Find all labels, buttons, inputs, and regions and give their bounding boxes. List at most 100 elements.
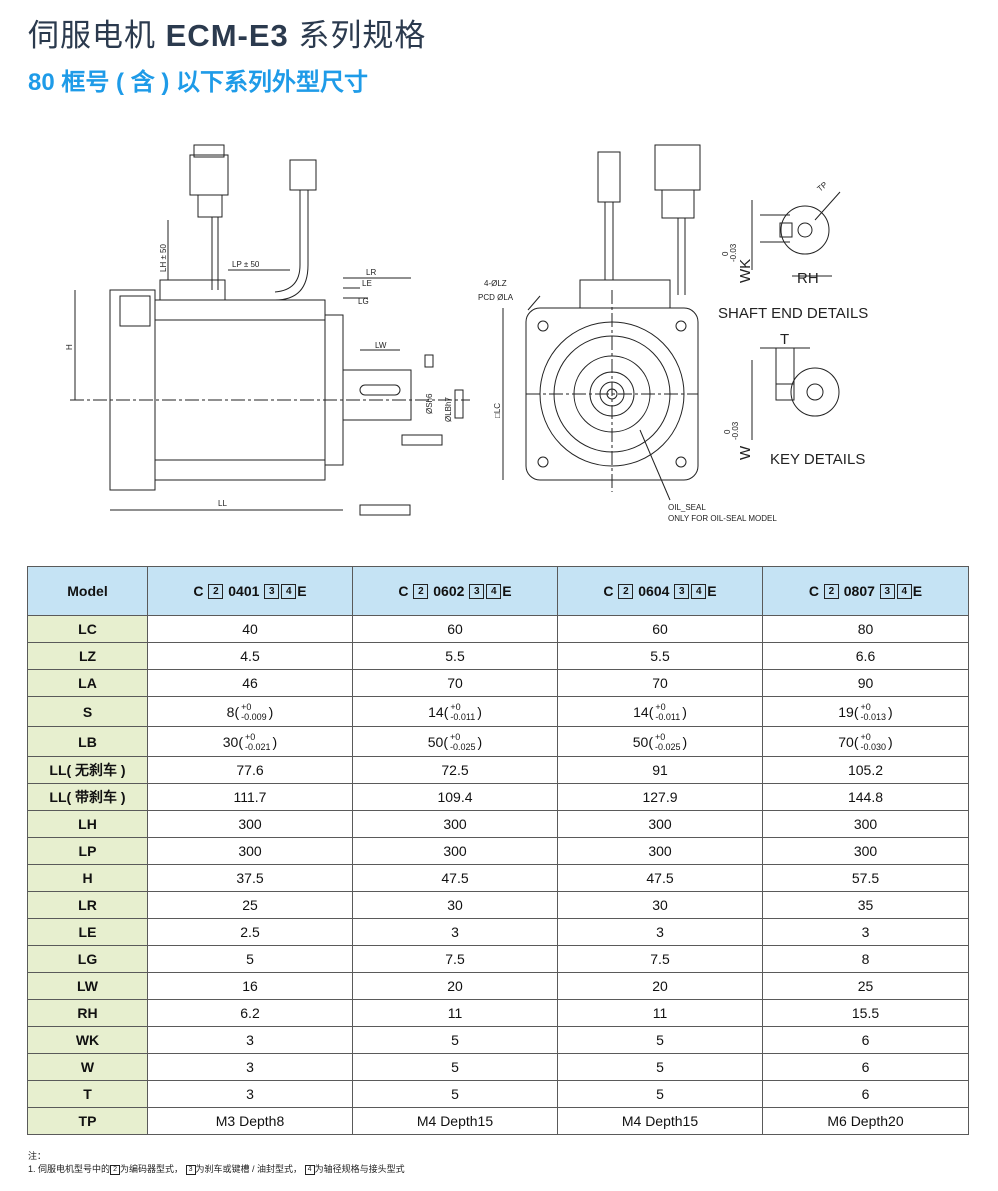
table-cell: 70(+0-0.030) <box>762 726 969 757</box>
dim-wk: WK <box>737 259 754 283</box>
dim-w: W <box>737 445 754 460</box>
table-cell: 6.2 <box>147 999 353 1027</box>
table-cell: 37.5 <box>147 864 353 892</box>
table-cell: 6 <box>762 1026 969 1054</box>
page-title: 伺服电机 ECM-E3 系列规格 <box>28 18 427 53</box>
table-cell: 5 <box>352 1080 558 1108</box>
row-label: T <box>27 1080 148 1108</box>
table-cell: 3 <box>147 1026 353 1054</box>
row-label: LE <box>27 918 148 946</box>
table-cell: 127.9 <box>557 783 763 811</box>
row-label: LR <box>27 891 148 919</box>
table-cell: M3 Depth8 <box>147 1107 353 1135</box>
table-cell: 30(+0-0.021) <box>147 726 353 757</box>
table-cell: 50(+0-0.025) <box>557 726 763 757</box>
table-cell: 14(+0-0.011) <box>352 696 558 727</box>
dim-rh: RH <box>797 270 819 287</box>
table-cell: 50(+0-0.025) <box>352 726 558 757</box>
row-label: H <box>27 864 148 892</box>
table-cell: 40 <box>147 615 353 643</box>
table-cell: M4 Depth15 <box>352 1107 558 1135</box>
row-label: LA <box>27 669 148 697</box>
row-label: LP <box>27 837 148 865</box>
dim-le: LE <box>362 279 372 288</box>
table-cell: 5 <box>352 1026 558 1054</box>
table-cell: 20 <box>557 972 763 1000</box>
dim-lbh7: ØLBh7 <box>444 397 453 422</box>
motor-side-view <box>70 144 470 516</box>
notes-head: 注： <box>28 1151 47 1161</box>
row-label: LL( 带刹车 ) <box>27 783 148 811</box>
table-cell: 14(+0-0.011) <box>557 696 763 727</box>
table-cell: 11 <box>352 999 558 1027</box>
table-cell: 5 <box>557 1080 763 1108</box>
table-cell: 3 <box>352 918 558 946</box>
dim-pcd: PCD ØLA <box>478 293 514 302</box>
table-cell: 35 <box>762 891 969 919</box>
shaft-end-detail <box>751 191 841 277</box>
table-cell: 25 <box>147 891 353 919</box>
table-cell: 300 <box>352 810 558 838</box>
dim-h: H <box>65 344 74 350</box>
table-cell: 300 <box>557 837 763 865</box>
model-header: Model <box>27 566 148 616</box>
table-cell: 47.5 <box>352 864 558 892</box>
table-cell: 300 <box>557 810 763 838</box>
table-cell: 6 <box>762 1080 969 1108</box>
page-subtitle: 80 框号 ( 含 ) 以下系列外型尺寸 <box>28 69 369 96</box>
row-label: W <box>27 1053 148 1081</box>
row-label: TP <box>27 1107 148 1135</box>
table-cell: M4 Depth15 <box>557 1107 763 1135</box>
table-cell: 105.2 <box>762 756 969 784</box>
table-cell: 7.5 <box>352 945 558 973</box>
table-cell: 72.5 <box>352 756 558 784</box>
table-cell: 2.5 <box>147 918 353 946</box>
table-cell: 15.5 <box>762 999 969 1027</box>
table-cell: 111.7 <box>147 783 353 811</box>
table-cell: 6.6 <box>762 642 969 670</box>
oil-seal-label: OIL_SEAL <box>668 503 706 512</box>
dim-wk-tol0: 0 <box>721 251 730 256</box>
table-cell: 6 <box>762 1053 969 1081</box>
table-cell: 5.5 <box>352 642 558 670</box>
dim-t: T <box>780 331 789 348</box>
table-cell: 80 <box>762 615 969 643</box>
key-detail <box>751 347 840 440</box>
table-cell: 300 <box>147 810 353 838</box>
shaft-end-caption: SHAFT END DETAILS <box>718 305 868 322</box>
row-label: LW <box>27 972 148 1000</box>
table-cell: 70 <box>352 669 558 697</box>
dim-lg: LG <box>358 297 369 306</box>
dim-wk-tol: -0.03 <box>729 243 738 262</box>
dim-lp: LP ± 50 <box>232 260 260 269</box>
table-cell: 8(+0-0.009) <box>147 696 353 727</box>
row-label: LL( 无刹车 ) <box>27 756 148 784</box>
table-cell: 57.5 <box>762 864 969 892</box>
table-cell: 90 <box>762 669 969 697</box>
dim-lh: LH ± 50 <box>159 243 168 272</box>
row-label: RH <box>27 999 148 1027</box>
dim-sh6: ØSh6 <box>425 393 434 414</box>
table-cell: 5.5 <box>557 642 763 670</box>
